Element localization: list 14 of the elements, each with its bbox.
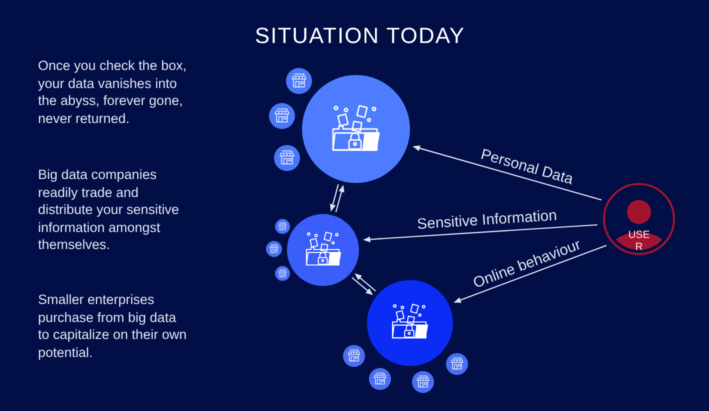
arrow bbox=[454, 244, 607, 303]
user-label: USER bbox=[627, 229, 651, 253]
arrow bbox=[352, 277, 373, 296]
description-text: Smaller enterprises purchase from big data to capitalize on their own potential. bbox=[38, 291, 188, 361]
description-text: Big data companies readily trade and distribute your sensitive information amongst themselves. bbox=[38, 166, 180, 254]
title: SITUATION TODAY bbox=[254, 23, 466, 49]
arrow bbox=[363, 224, 598, 242]
description-text: Once you check the box, your data vanishes into the abyss, forever gone, never returned. bbox=[38, 57, 188, 127]
user-circle bbox=[603, 183, 675, 255]
data-circle bbox=[367, 280, 453, 366]
arrow bbox=[412, 145, 602, 200]
arrow bbox=[335, 185, 344, 212]
arrow bbox=[330, 184, 339, 212]
arrow bbox=[354, 273, 376, 292]
